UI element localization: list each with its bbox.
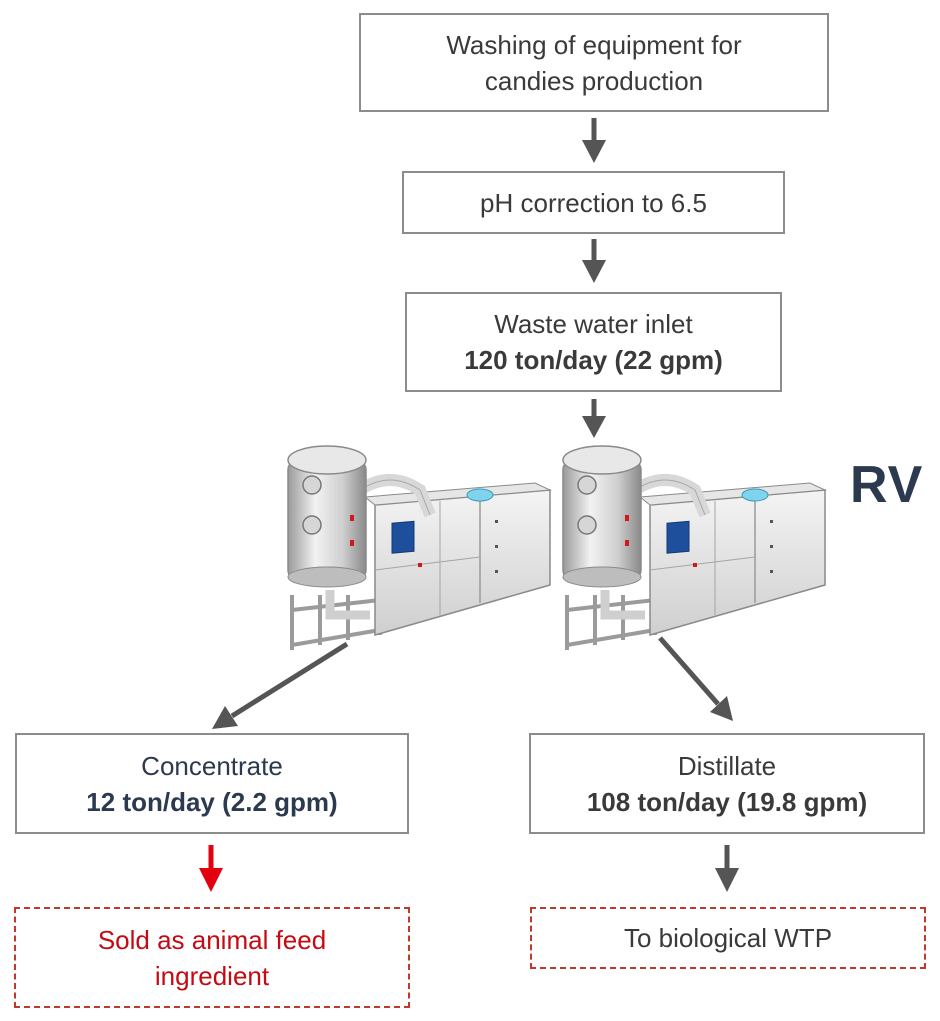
distillate-box: Distillate 108 ton/day (19.8 gpm) bbox=[529, 733, 925, 834]
arrow-distillate-to-wtp bbox=[715, 845, 739, 892]
arrow-concentrate-to-feed bbox=[199, 845, 223, 892]
distillate-label: Distillate bbox=[677, 750, 777, 781]
concentrate-box: Concentrate 12 ton/day (2.2 gpm) bbox=[15, 733, 409, 834]
concentrate-label: Concentrate bbox=[141, 750, 283, 781]
arrow-ph-to-inlet bbox=[582, 239, 606, 283]
animal-feed-text: Sold as animal feed ingredient bbox=[97, 924, 327, 991]
ph-correction-text: pH correction to 6.5 bbox=[480, 187, 707, 218]
arrow-washing-to-ph bbox=[582, 118, 606, 163]
arrow-inlet-to-machine bbox=[582, 399, 606, 438]
evaporator-unit-right bbox=[562, 445, 827, 650]
concentrate-flow: 12 ton/day (2.2 gpm) bbox=[86, 786, 338, 817]
washing-text: Washing of equipment for candies product… bbox=[446, 29, 742, 96]
arrow-machine-to-distillate bbox=[658, 636, 733, 721]
inlet-flow: 120 ton/day (22 gpm) bbox=[464, 345, 723, 375]
evaporator-unit-left bbox=[287, 445, 552, 650]
inlet-label: Waste water inlet bbox=[494, 309, 693, 339]
animal-feed-box: Sold as animal feed ingredient bbox=[14, 907, 410, 1008]
washing-box: Washing of equipment for candies product… bbox=[359, 13, 829, 112]
arrow-machine-to-concentrate bbox=[212, 641, 349, 729]
distillate-flow: 108 ton/day (19.8 gpm) bbox=[586, 786, 868, 817]
ph-correction-box: pH correction to 6.5 bbox=[402, 171, 785, 234]
biological-wtp-text: To biological WTP bbox=[623, 923, 833, 953]
biological-wtp-box: To biological WTP bbox=[530, 907, 926, 969]
waste-water-inlet-box: Waste water inlet 120 ton/day (22 gpm) bbox=[405, 292, 782, 392]
machine-label: RV bbox=[850, 456, 924, 514]
